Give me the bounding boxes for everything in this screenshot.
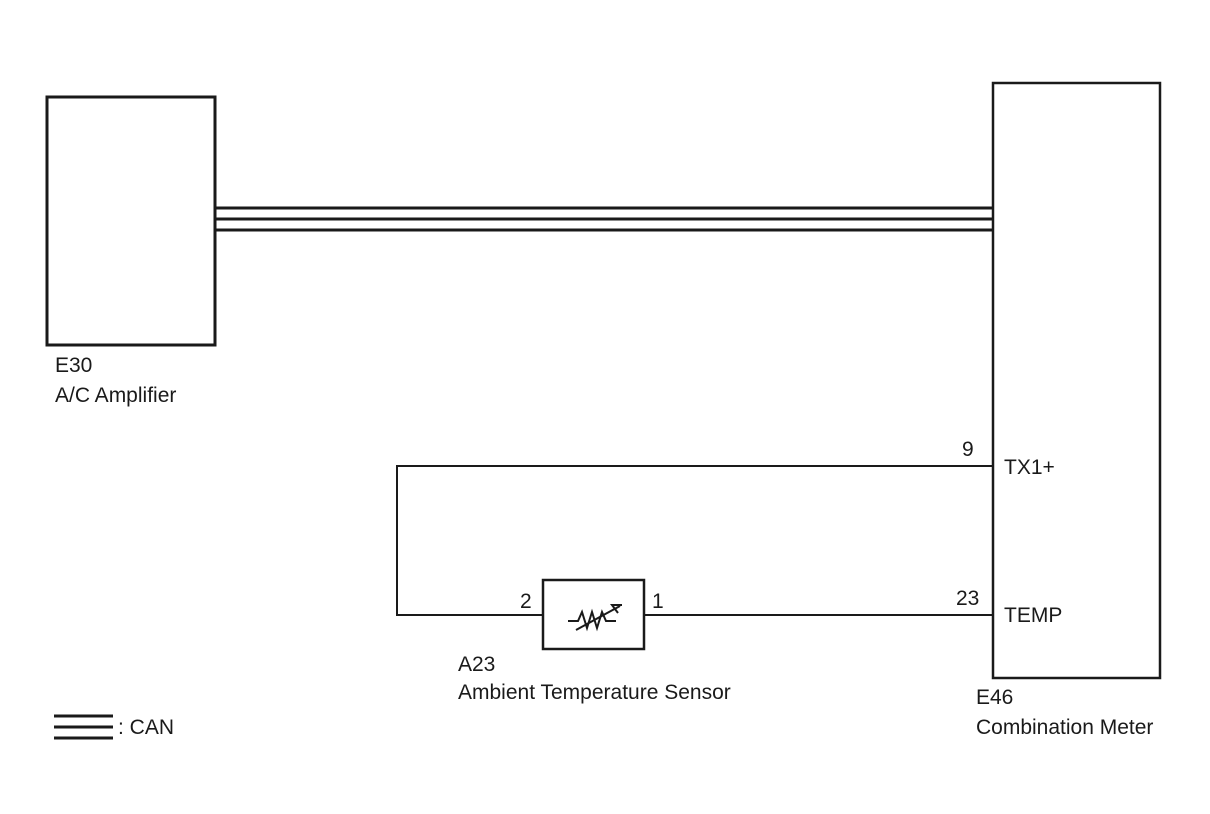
combination-meter-name: Combination Meter [976,716,1153,739]
ambient-sensor-box [541,578,646,651]
sensor-pin-right: 1 [652,590,664,613]
combination-meter-code: E46 [976,686,1013,709]
thermistor-symbol [568,604,622,632]
ambient-sensor-name: Ambient Temperature Sensor [458,681,731,704]
ac-amplifier-name: A/C Amplifier [55,384,176,407]
can-legend-symbol [54,714,113,740]
tx1-wire [396,465,993,616]
pin-number-tx1: 9 [962,438,974,461]
ac-amplifier-code: E30 [55,354,92,377]
pin-name-temp: TEMP [1004,604,1062,627]
can-legend-label: : CAN [118,716,174,739]
ambient-sensor-code: A23 [458,653,495,676]
ac-amplifier-box [45,95,217,347]
can-bus-lines [215,206,993,232]
pin-name-tx1: TX1+ [1004,456,1055,479]
pin-number-temp: 23 [956,587,979,610]
sensor-pin-left: 2 [520,590,532,613]
combination-meter-box [991,81,1162,680]
